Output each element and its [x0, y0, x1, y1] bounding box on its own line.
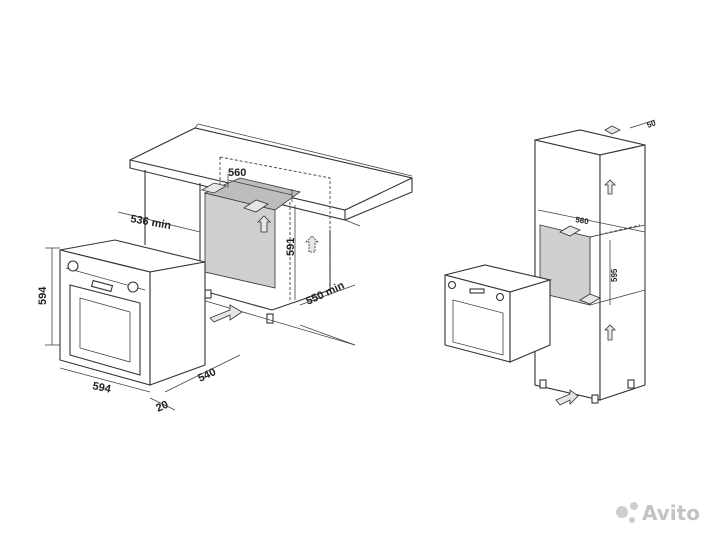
dim-cabinet-depth-min: 550 min: [304, 279, 346, 307]
dim-cutout-width-right: 560: [575, 215, 590, 226]
dim-cutout-width-left: 560: [228, 167, 246, 179]
tall-cabinet: [534, 129, 646, 404]
oven-unit-right: [444, 264, 553, 363]
dim-cutout-height-left: 591: [285, 238, 297, 256]
left-dimension-lines: [45, 174, 356, 411]
airflow-arrows-right: [555, 125, 621, 406]
watermark: Avito: [616, 501, 700, 525]
dim-oven-height: 594: [37, 286, 49, 305]
oven-unit: [59, 239, 206, 386]
dim-top-gap: 50: [646, 118, 658, 130]
dim-oven-depth: 540: [196, 366, 218, 385]
watermark-text: Avito: [642, 501, 700, 525]
dim-depth-min: 536 min: [129, 213, 172, 232]
right-installation-drawing: 560 595 50: [444, 118, 658, 406]
left-installation-drawing: 560 536 min 591 550 min 594 594 540 20: [37, 123, 413, 415]
dim-cutout-height-right: 595: [610, 268, 619, 282]
right-dimension-lines: [537, 119, 656, 305]
airflow-arrows: [200, 182, 319, 323]
dim-oven-width: 594: [91, 380, 112, 396]
dim-front-thickness: 20: [154, 399, 170, 415]
countertop: [129, 123, 413, 227]
